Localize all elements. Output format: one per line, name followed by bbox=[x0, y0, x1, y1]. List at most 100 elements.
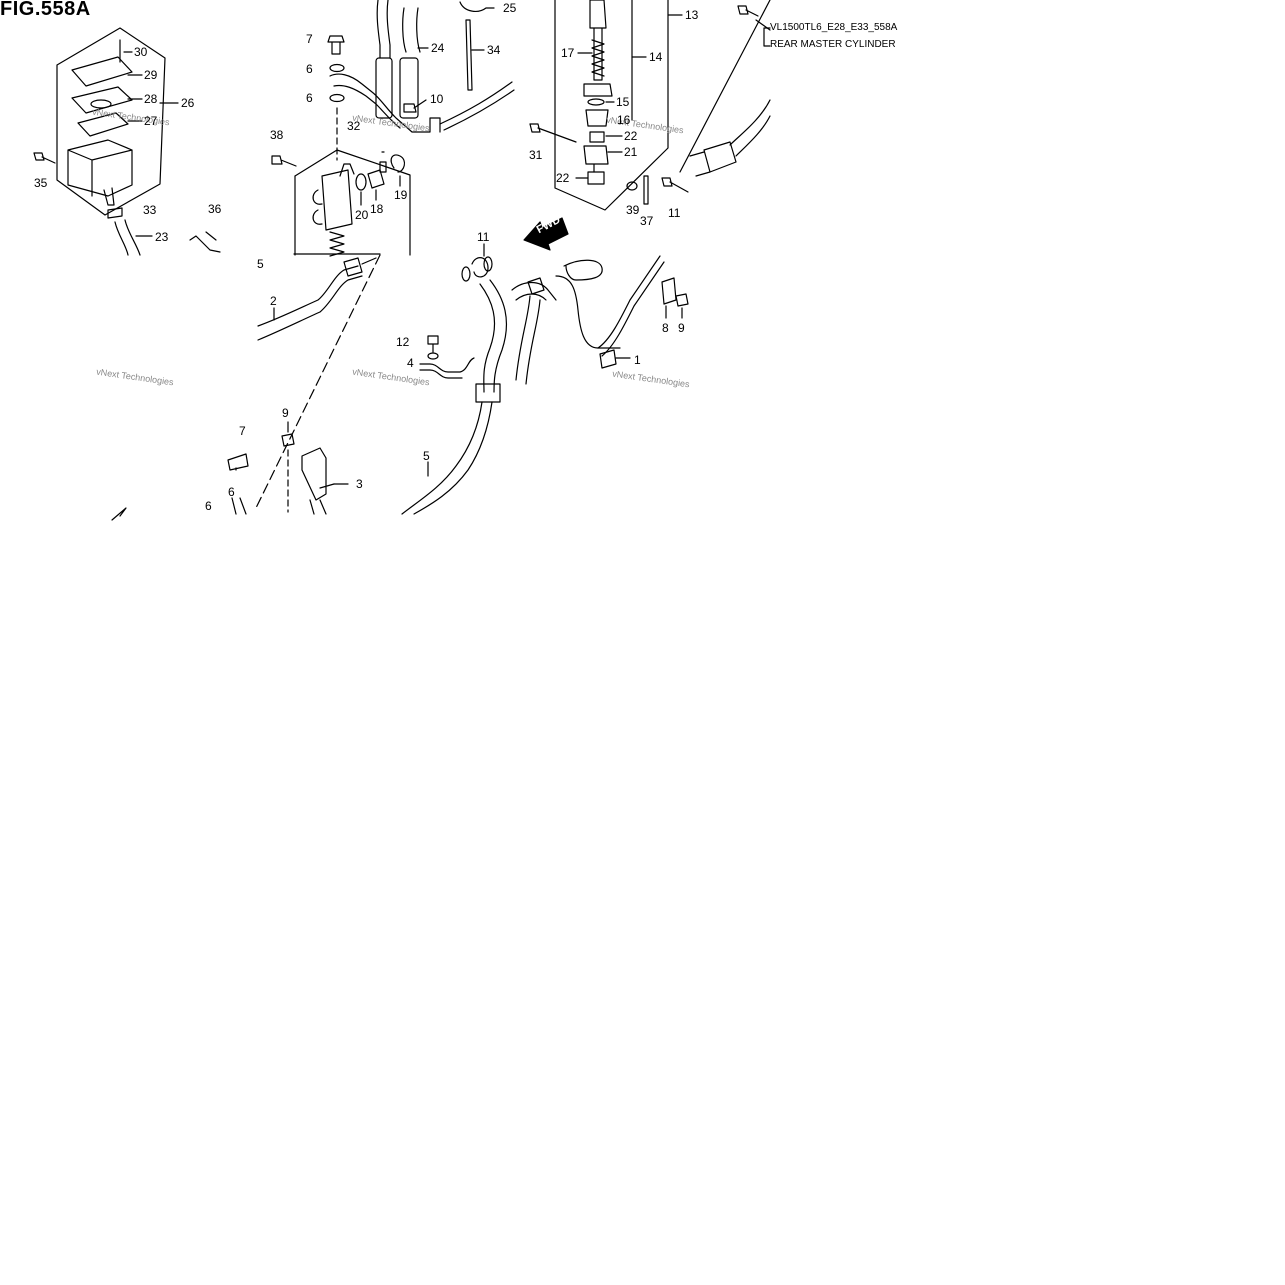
master-cylinder-frame bbox=[294, 149, 411, 256]
callout-35: 35 bbox=[34, 176, 48, 190]
hose-right-fitting bbox=[689, 141, 737, 177]
reservoir-outlet bbox=[103, 187, 115, 206]
bolt-9-right bbox=[675, 293, 689, 307]
circlip-19 bbox=[390, 154, 406, 173]
reservoir-hose-23 bbox=[114, 219, 141, 256]
brake-line-right bbox=[555, 275, 621, 349]
nut-22 bbox=[587, 171, 605, 185]
callout-22: 22 bbox=[624, 129, 638, 143]
gasket-11a bbox=[461, 266, 471, 282]
hose-24-right bbox=[402, 7, 421, 53]
callout-30: 30 bbox=[134, 45, 148, 59]
callout-5: 5 bbox=[257, 257, 264, 271]
callout-5: 5 bbox=[423, 449, 430, 463]
brake-hose-main bbox=[479, 279, 508, 393]
brake-line-upper-2 bbox=[443, 89, 515, 131]
brake-line-loop bbox=[563, 259, 603, 281]
callout-39: 39 bbox=[626, 203, 640, 217]
leader-dashed-center bbox=[254, 254, 381, 511]
clamp-4b bbox=[419, 369, 463, 379]
figure-title: FIG.558A bbox=[0, 0, 91, 20]
hose-fitting-banjo-inner bbox=[333, 84, 401, 129]
reservoir-cap-plate bbox=[71, 56, 133, 87]
callout-29: 29 bbox=[144, 68, 158, 82]
brake-line-diag bbox=[597, 255, 665, 357]
brake-hose-fitting bbox=[475, 383, 501, 403]
callout-18: 18 bbox=[370, 202, 384, 216]
callout-7: 7 bbox=[306, 32, 313, 46]
hose-right-mid bbox=[511, 281, 557, 301]
callout-25: 25 bbox=[503, 1, 517, 15]
callout-10: 10 bbox=[430, 92, 444, 106]
pushrod-joint bbox=[343, 257, 377, 277]
washer-12 bbox=[427, 352, 439, 360]
callout-9: 9 bbox=[678, 321, 685, 335]
bolt-7-lower bbox=[227, 453, 249, 471]
figure-code: VL1500TL6_E28_E33_558A bbox=[770, 22, 898, 33]
boot-16 bbox=[585, 109, 609, 127]
callout-27: 27 bbox=[144, 114, 158, 128]
reservoir-body bbox=[67, 139, 133, 197]
cable-tie-34 bbox=[465, 19, 473, 91]
clip-25 bbox=[459, 1, 495, 12]
callout-2: 2 bbox=[270, 294, 277, 308]
fwd-arrow bbox=[523, 217, 569, 251]
bracket-3 bbox=[301, 447, 335, 501]
gasket-6-lower-left bbox=[231, 497, 247, 515]
callout-6: 6 bbox=[306, 91, 313, 105]
rear-cylinder-spring bbox=[591, 39, 605, 77]
rear-cylinder-cup bbox=[583, 83, 613, 97]
banjo-fitting-middle bbox=[471, 257, 489, 278]
callout-28: 28 bbox=[144, 92, 158, 106]
leader-diagonal-right bbox=[679, 0, 771, 173]
hose-clamp-33 bbox=[107, 207, 123, 219]
callout-11: 11 bbox=[477, 230, 490, 244]
bolt-10 bbox=[403, 99, 427, 113]
locknut-22 bbox=[589, 131, 605, 143]
callout-17: 17 bbox=[561, 46, 575, 60]
pushrod-2 bbox=[257, 265, 359, 327]
circlip-15 bbox=[587, 98, 605, 106]
hose-24-sleeve-b bbox=[399, 57, 419, 119]
callout-33: 33 bbox=[143, 203, 157, 217]
washer-39 bbox=[626, 181, 638, 191]
rear-cylinder-frame bbox=[554, 0, 669, 211]
brake-line-upper bbox=[439, 81, 513, 125]
callout-6: 6 bbox=[306, 62, 313, 76]
callout-19: 19 bbox=[394, 188, 408, 202]
hose-right-long bbox=[515, 295, 541, 385]
callout-7: 7 bbox=[239, 424, 246, 438]
callout-6: 6 bbox=[205, 499, 212, 513]
code-bracket bbox=[763, 27, 771, 47]
master-cylinder-body bbox=[321, 169, 353, 231]
callout-26: 26 bbox=[181, 96, 195, 110]
master-cylinder-detail bbox=[312, 163, 355, 225]
bolt-11-right bbox=[661, 177, 689, 193]
reservoir-group-frame bbox=[56, 27, 166, 216]
callout-38: 38 bbox=[270, 128, 284, 142]
callout-23: 23 bbox=[155, 230, 169, 244]
bolt-38 bbox=[271, 155, 297, 167]
callout-22: 22 bbox=[556, 171, 570, 185]
callout-32: 32 bbox=[347, 119, 361, 133]
callout-36: 36 bbox=[208, 202, 222, 216]
pushrod-2b bbox=[257, 275, 363, 341]
hose-24-left bbox=[376, 0, 391, 59]
callout-21: 21 bbox=[624, 145, 638, 159]
callout-3: 3 bbox=[356, 477, 363, 491]
reservoir-plate bbox=[77, 112, 129, 137]
oring-20 bbox=[355, 173, 367, 191]
brake-hose-lower bbox=[401, 401, 493, 515]
reservoir-oring bbox=[90, 99, 112, 109]
clamp-4 bbox=[419, 357, 475, 373]
bracket-3-detail bbox=[309, 499, 327, 515]
section-title: REAR MASTER CYLINDER bbox=[770, 39, 896, 50]
cotter-pin-37 bbox=[643, 175, 649, 205]
bracket-36 bbox=[189, 231, 221, 253]
callout-20: 20 bbox=[355, 208, 369, 222]
callout-6: 6 bbox=[228, 485, 235, 499]
bolt-9-lower bbox=[281, 433, 295, 447]
callout-1: 1 bbox=[634, 353, 641, 367]
